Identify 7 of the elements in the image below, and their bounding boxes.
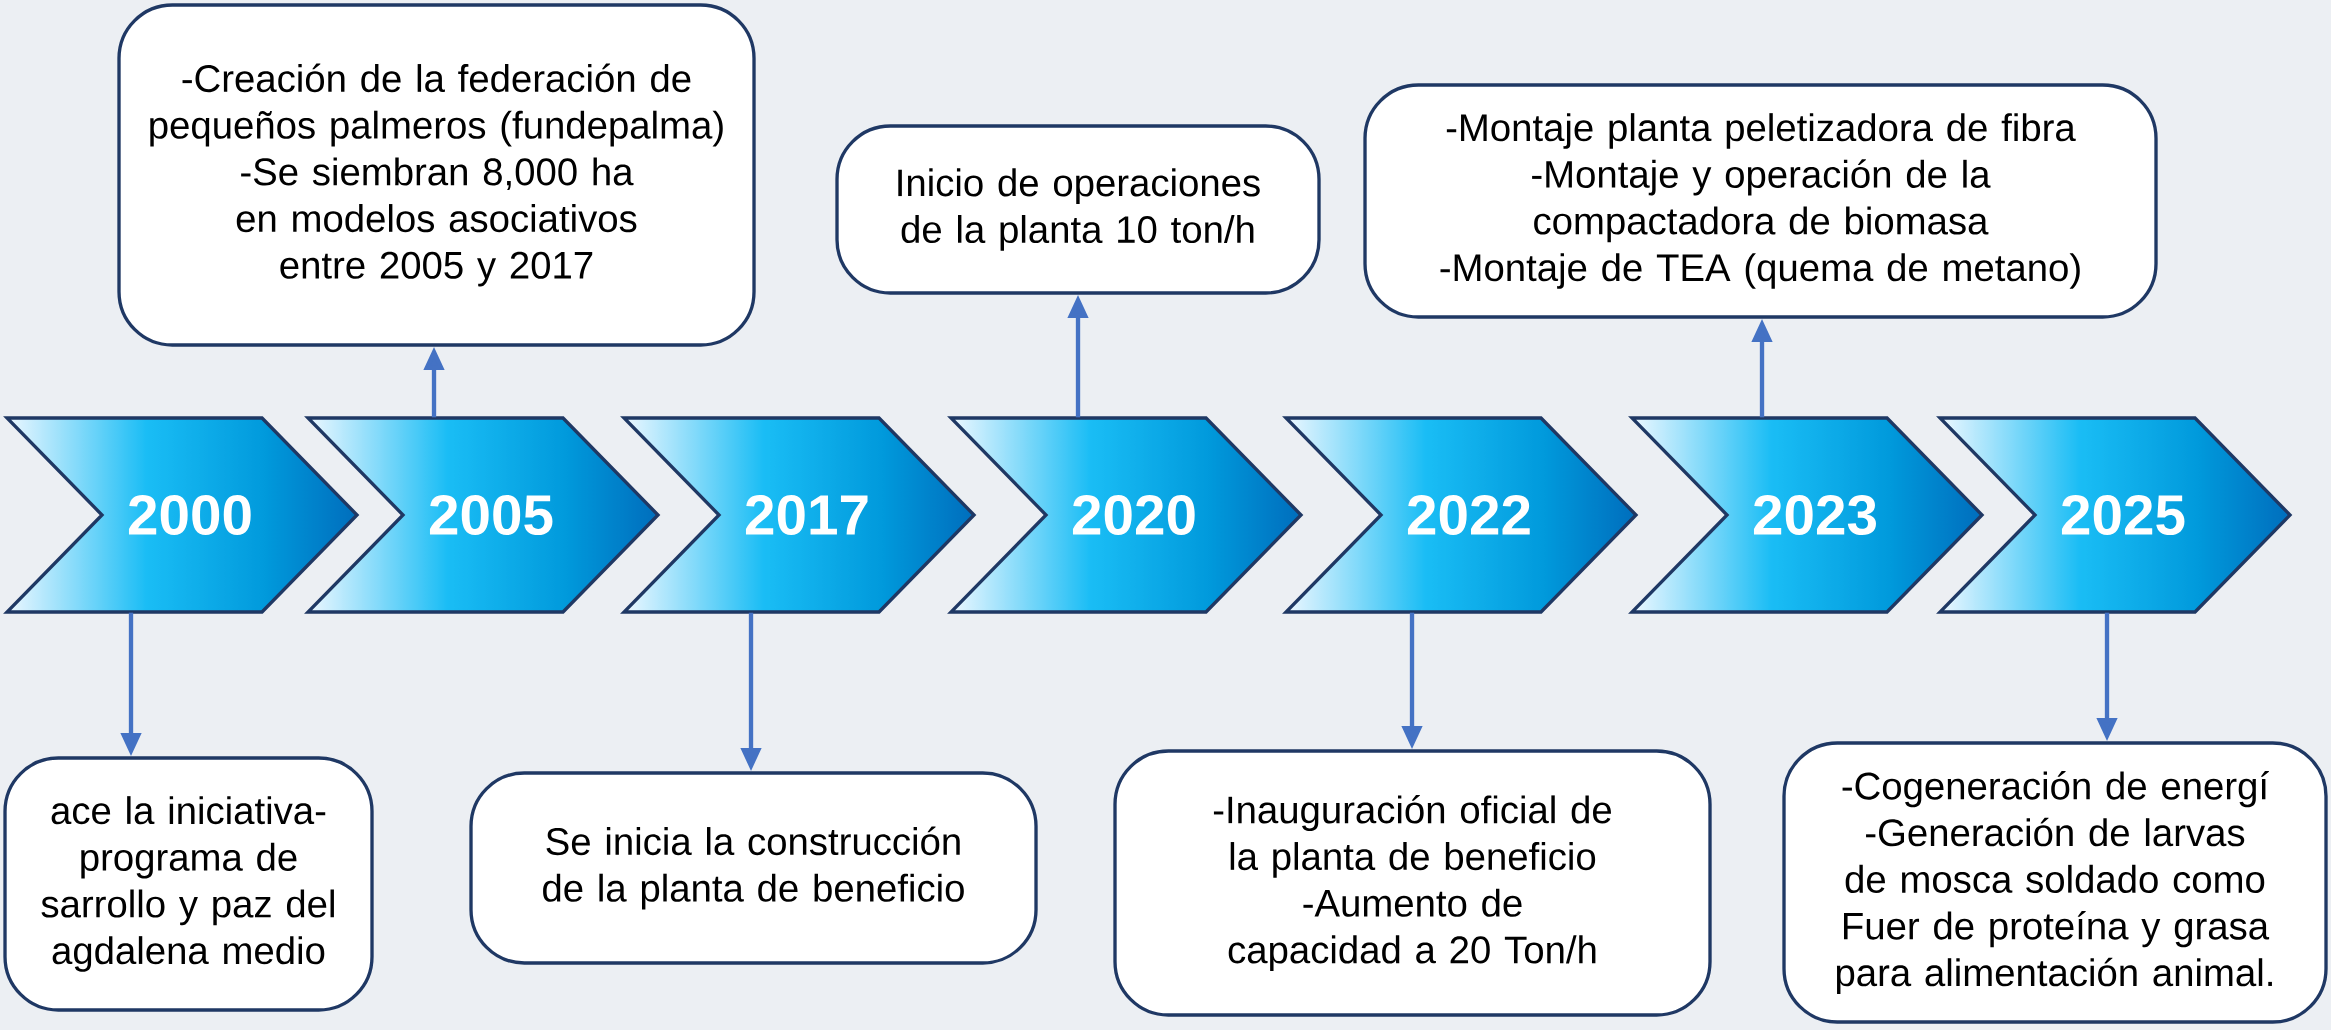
event-box: -Inauguración oficial de la planta de beneficio -Aumento de capacidad a 20 Ton/h	[1113, 749, 1712, 1017]
event-box: Se inicia la construcción de la planta de beneficio	[469, 771, 1038, 965]
event-box: -Montaje planta peletizadora de fibra -Montaje y operación de la compactadora de biomasa -Montaje de TEA (quema de metano)	[1363, 83, 2158, 319]
event-box: ace la iniciativa- programa de sarrollo y paz del agdalena medio	[3, 756, 374, 1012]
event-box: Inicio de operaciones de la planta 10 ton/h	[835, 124, 1321, 295]
event-box: -Cogeneración de energí -Generación de larvas de mosca soldado como Fuer de proteína y grasa para alimentación animal.	[1782, 741, 2328, 1024]
event-box: -Creación de la federación de pequeños palmeros (fundepalma) -Se siembran 8,000 ha en modelos asociativos entre 2005 y 2017	[117, 3, 756, 347]
